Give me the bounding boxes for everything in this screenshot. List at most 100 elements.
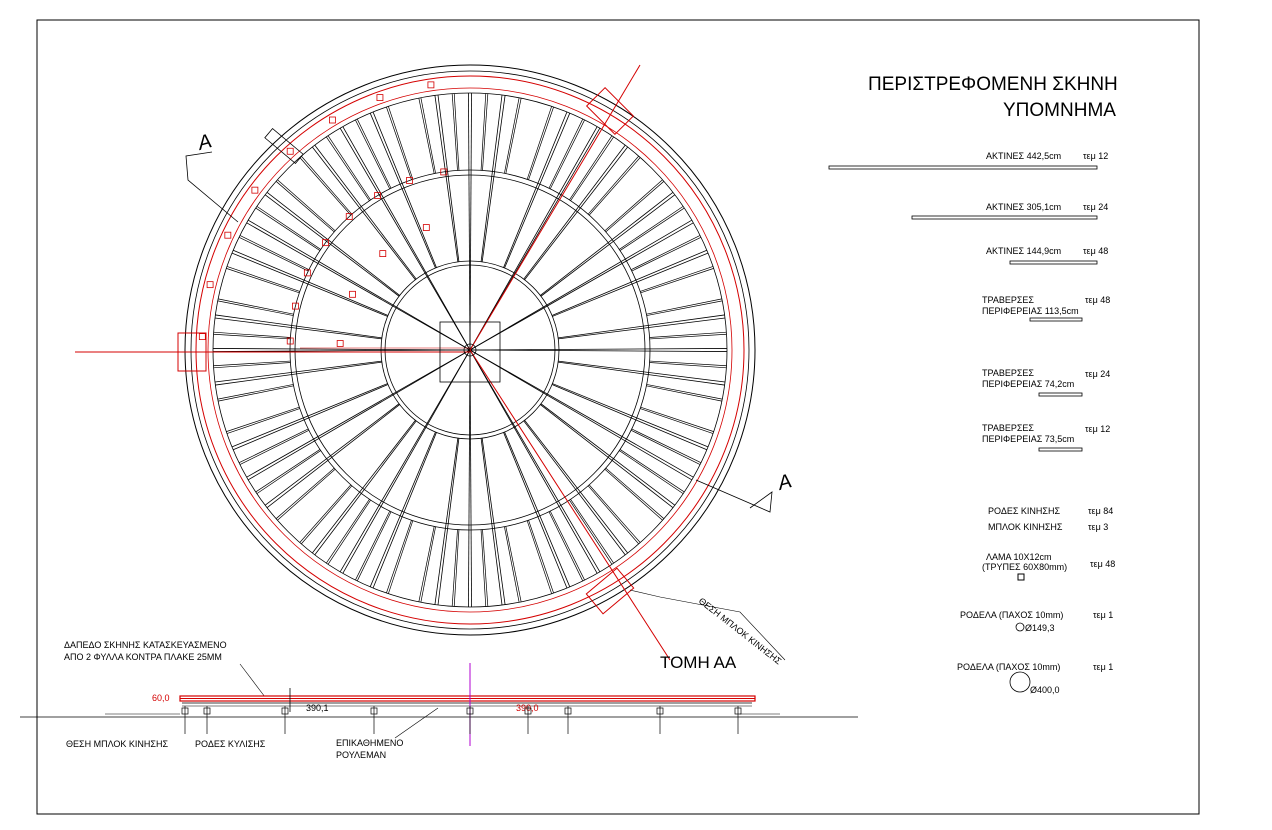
spoke-long: [469, 349, 472, 607]
legend-item-traverse-74: ΤΡΑΒΕΡΣΕΣ ΠΕΡΙΦΕΡΕΙΑΣ 74,2cm τεμ 24: [982, 368, 1110, 397]
section-line-upper: [469, 64, 641, 351]
spoke-short: [569, 135, 613, 201]
spoke-short: [255, 207, 321, 251]
spoke-short: [630, 429, 701, 465]
spoke-mid: [233, 384, 389, 451]
spoke-mid: [372, 432, 437, 589]
spoke-mid: [372, 111, 437, 268]
legend-item-qty: τεμ 1: [1093, 662, 1113, 672]
section-mark-bottom-label: A: [775, 470, 795, 495]
spoke-mid: [540, 192, 674, 296]
floor-note-line2: ΑΠΟ 2 ΦΥΛΛΑ ΚΟΝΤΡΑ ΠΛΑΚΕ 25ΜΜ: [64, 652, 222, 662]
spoke-mid: [264, 194, 400, 297]
wheel: [406, 177, 413, 184]
spoke-short: [355, 510, 391, 581]
spoke-short: [327, 499, 371, 565]
spoke-mid: [504, 431, 571, 587]
spoke-short: [549, 510, 585, 581]
legend-item-spoke-144: ΑΚΤΙΝΕΣ 144,9cm τεμ 48: [986, 246, 1108, 265]
spoke-short: [480, 529, 487, 607]
spoke-short: [327, 135, 371, 201]
wheel: [206, 281, 214, 289]
spoke-short: [505, 526, 522, 602]
spoke-short: [418, 98, 435, 174]
legend-item-label: ΠΕΡΙΦΕΡΕΙΑΣ 73,5cm: [982, 434, 1074, 444]
spoke-mid: [233, 249, 389, 316]
spoke-short: [649, 331, 727, 338]
spoke-short: [570, 499, 614, 564]
legend-symbol: [911, 215, 1098, 220]
wheel: [322, 239, 329, 247]
spoke-short: [356, 511, 392, 582]
legend-item-qty: τεμ 48: [1090, 559, 1115, 569]
spoke-long: [468, 349, 471, 607]
spoke-mid: [558, 360, 726, 383]
spoke-long: [469, 93, 472, 351]
wheel: [329, 116, 336, 124]
spoke-short: [640, 266, 714, 292]
spoke-short: [528, 106, 554, 180]
spoke-short: [217, 384, 294, 400]
drawing-title: ΠΕΡΙΣΤΡΕΦΟΜΕΝΗ ΣΚΗΝΗ: [868, 74, 1118, 95]
legend-item-qty: τεμ 1: [1093, 610, 1113, 620]
ring-3-inner: [294, 174, 646, 526]
legend-item-washer-large: ΡΟΔΕΛΑ (ΠΑΧΟΣ 10mm) τεμ 1 Ø400,0: [957, 662, 1113, 695]
spoke-short: [226, 266, 300, 292]
spoke-short: [277, 468, 336, 521]
wheel: [336, 340, 344, 347]
wheel: [224, 231, 232, 239]
spoke-short: [649, 333, 727, 340]
spoke-short: [239, 429, 310, 465]
legend-item-label: ΠΕΡΙΦΕΡΕΙΑΣ 74,2cm: [982, 379, 1074, 389]
legend-symbol: [828, 165, 1098, 170]
spoke-mid: [264, 403, 400, 506]
wheel: [376, 94, 384, 101]
legend-item-washer-small: ΡΟΔΕΛΑ (ΠΑΧΟΣ 10mm) τεμ 1 Ø149,3: [960, 610, 1113, 633]
spoke-long: [248, 219, 471, 351]
spoke-short: [528, 520, 554, 594]
floor-note-line1: ΔΑΠΕΔΟ ΣΚΗΝΗΣ ΚΑΤΑΣΚΕΥΑΣΜΕΝΟ: [64, 640, 227, 650]
spoke-short: [605, 181, 665, 233]
wheel: [251, 186, 259, 194]
spoke-short: [587, 155, 639, 215]
spoke-mid: [523, 420, 626, 556]
spoke-long: [342, 349, 471, 574]
spoke-mid: [434, 438, 459, 605]
section-view: ΤΟΜΗ ΑΑ ΔΑΠΕΔΟ ΣΚΗΝΗΣ ΚΑΤΑΣΚΕΥΑΣΜΕΝΟ ΑΠΟ…: [20, 640, 858, 760]
ring-2: [380, 260, 560, 440]
outer-rim: [184, 64, 756, 636]
spoke-short: [630, 235, 701, 271]
wheel-symbol: [370, 707, 378, 715]
spoke-mid: [231, 252, 388, 317]
spoke-mid: [214, 317, 382, 340]
spoke-mid: [503, 111, 568, 268]
spoke-mid: [369, 113, 436, 269]
spoke-short: [588, 484, 641, 543]
spoke-mid: [314, 420, 417, 556]
wheel-symbol: [203, 707, 211, 715]
spoke-mid: [551, 384, 707, 451]
spoke-short: [301, 155, 353, 215]
spoke-long: [468, 93, 471, 351]
spoke-short: [355, 119, 391, 190]
spoke-short: [646, 300, 723, 316]
wheel-symbol: [656, 707, 664, 715]
spoke-short: [482, 93, 489, 171]
spoke-short: [453, 529, 460, 607]
spoke-short: [213, 331, 291, 338]
legend-symbol: [1017, 573, 1025, 581]
legend-item-label: ΑΚΤΙΝΕΣ 442,5cm: [986, 151, 1061, 161]
outer-rim-inner: [190, 70, 750, 630]
legend-item-label: ΠΕΡΙΦΕΡΕΙΑΣ 113,5cm: [982, 306, 1079, 316]
bearing-label-line1: ΕΠΙΚΑΘΗΜΕΝΟ: [336, 738, 403, 748]
spoke-short: [226, 406, 300, 432]
spoke-short: [646, 298, 722, 315]
legend-item-label: ΜΠΛΟΚ ΚΙΝΗΣΗΣ: [988, 522, 1063, 532]
wheel: [379, 250, 387, 257]
spoke-mid: [369, 431, 436, 587]
spoke-long: [469, 349, 692, 481]
spoke-short: [213, 360, 291, 367]
spoke-mid: [215, 361, 382, 386]
legend-item-wheels: ΡΟΔΕΣ ΚΙΝΗΣΗΣ τεμ 84: [988, 506, 1113, 516]
spoke-short: [239, 235, 310, 271]
